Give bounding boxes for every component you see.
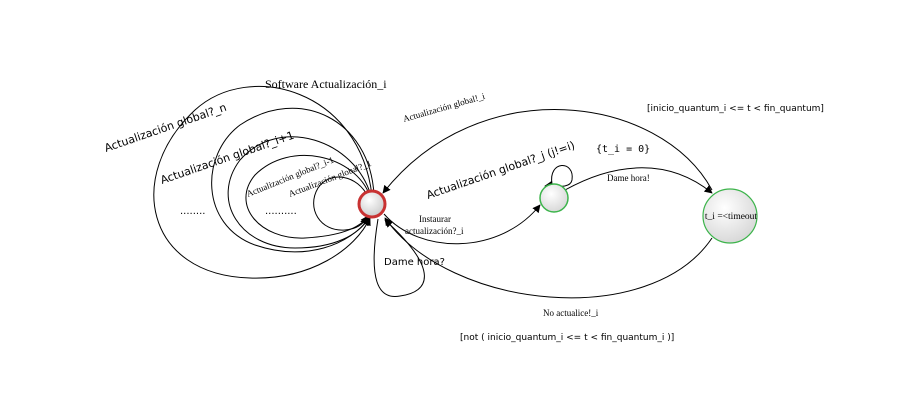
label-give-time-bang: Dame hora! [607,173,650,183]
state-timeout[interactable] [702,188,758,244]
edge-give-time-bang [564,167,713,194]
loop-global-update-n [153,86,373,279]
ellipsis-outer: ........ [180,206,205,217]
edge-give-time-self [373,218,425,297]
label-global-update-n: Actualización global?_n [103,101,228,155]
edge-install-update [383,204,541,245]
label-install-line1: Instaurar [419,214,451,224]
loop-idle-reset [544,165,573,189]
edge-global-update-bang [382,109,713,194]
state-timeout-label: t_i =<timeout [705,212,758,222]
label-guard-in: [inicio_quantum_i <= t < fin_quantum] [647,104,824,114]
loop-global-update-i1 [227,136,372,249]
ellipsis-inner: .......... [265,206,297,217]
state-main[interactable] [357,189,387,219]
loop-global-update-im1 [245,154,371,239]
label-software-update: Software Actualización_i [265,77,387,91]
edge-no-update [384,217,713,299]
loop-software-update [211,107,375,253]
label-give-time-self: Dame hora? [384,257,445,268]
label-global-update-bang: Actualización global!_i [402,91,487,124]
label-no-update: No actualice!_i [543,308,599,318]
label-guard-not: [not ( inicio_quantum_i <= t < fin_quant… [460,333,674,343]
state-idle[interactable] [539,183,569,213]
label-install-line2: actualización?_i [405,226,464,236]
label-reset-t: {t_i = 0} [596,144,650,155]
loop-global-update-1 [313,176,369,231]
